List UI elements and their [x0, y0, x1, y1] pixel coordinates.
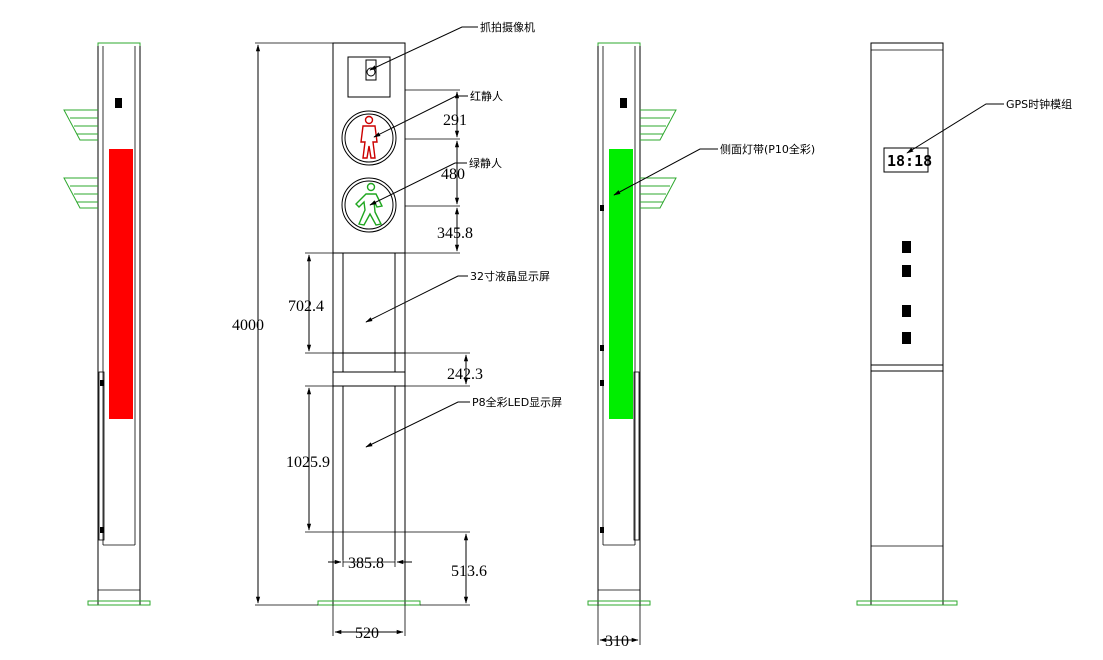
- dim-lcd-height: 702.4: [288, 298, 324, 315]
- gps-clock-display: [883, 147, 929, 173]
- dim-led-height: 1025.9: [286, 454, 330, 471]
- front-view: 4000 291 480 345.8 702.4 242.3 1025.9 51…: [232, 20, 562, 642]
- right-side-view: 侧面灯带(P10全彩) 310: [587, 42, 815, 650]
- dim-gap-height: 242.3: [447, 366, 483, 383]
- label-gps-clock: GPS时钟模组: [1006, 97, 1072, 111]
- red-light-strip: [109, 149, 133, 419]
- dim-red-section: 291: [443, 112, 467, 129]
- label-camera: 抓拍摄像机: [480, 20, 535, 34]
- dim-inner-width: 385.8: [348, 555, 384, 572]
- dim-below-signals: 345.8: [437, 225, 473, 242]
- red-man-signal: [341, 110, 397, 166]
- dim-side-width: 310: [605, 633, 629, 650]
- green-light-strip: [609, 149, 633, 419]
- rear-view: 18:18 GPS时钟模组: [856, 42, 1072, 606]
- label-green-man: 绿静人: [469, 156, 502, 170]
- label-side-light-strip: 侧面灯带(P10全彩): [720, 142, 815, 156]
- dim-front-width: 520: [355, 625, 379, 642]
- left-side-view: [63, 42, 151, 606]
- camera-box: [347, 56, 391, 98]
- dim-total-height: 4000: [232, 317, 264, 334]
- green-man-signal: [341, 177, 397, 233]
- label-lcd-screen: 32寸液晶显示屏: [470, 269, 550, 283]
- label-led-screen: P8全彩LED显示屏: [472, 395, 562, 409]
- dim-base-height: 513.6: [451, 563, 487, 580]
- dim-green-section: 480: [441, 166, 465, 183]
- label-red-man: 红静人: [470, 89, 503, 103]
- clock-time: 18:18: [887, 152, 932, 170]
